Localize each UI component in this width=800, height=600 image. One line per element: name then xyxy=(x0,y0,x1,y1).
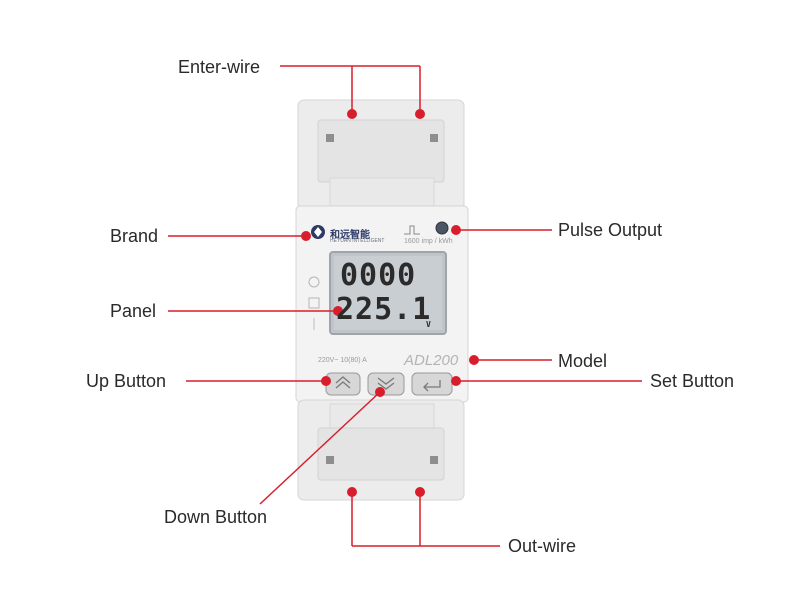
bottom-terminal-cover xyxy=(317,427,445,481)
panel-dot xyxy=(333,306,343,316)
lcd-screen xyxy=(334,256,442,330)
up-button-dot xyxy=(321,376,331,386)
bottom-terminal-slot xyxy=(329,403,435,433)
label-out-wire: Out-wire xyxy=(508,536,577,556)
label-brand: Brand xyxy=(110,226,159,246)
model-text: ADL200 xyxy=(404,352,459,369)
out-wire-dot-left xyxy=(347,487,357,497)
label-enter-wire: Enter-wire xyxy=(178,57,261,77)
down-button-dot xyxy=(375,387,385,397)
side-indicator-icon-2 xyxy=(308,297,320,309)
out-wire-dot-right xyxy=(415,487,425,497)
lcd-line-2: 225.1 xyxy=(336,292,432,327)
callout-lines xyxy=(168,65,642,547)
enter-arrow-icon xyxy=(423,380,441,392)
label-set-button: Set Button xyxy=(650,371,735,391)
bottom-terminal-screw-right xyxy=(430,456,438,464)
down-arrow-icon xyxy=(377,377,395,390)
side-indicator-icon-1 xyxy=(308,276,320,288)
brand-subtext: HEYUAN INTELLIGENT xyxy=(330,238,385,244)
lcd-unit: V xyxy=(426,320,432,329)
pulse-symbol-icon xyxy=(404,225,420,235)
callout-dots xyxy=(301,109,479,497)
brand-text: 和远智能 xyxy=(330,230,370,241)
pulse-led xyxy=(435,221,449,235)
bottom-terminal-screw-left xyxy=(326,456,334,464)
enter-wire-dot-left xyxy=(347,109,357,119)
brand-dot xyxy=(301,231,311,241)
top-terminal-slot xyxy=(329,177,435,211)
label-down-button: Down Button xyxy=(164,507,268,527)
rating-text: 220V~ 10(80) A xyxy=(318,357,367,364)
enter-wire-callout xyxy=(280,65,421,114)
enter-wire-dot-right xyxy=(415,109,425,119)
label-model: Model xyxy=(558,351,608,371)
model-dot xyxy=(469,355,479,365)
energy-meter xyxy=(295,99,469,501)
up-arrow-icon xyxy=(335,376,351,389)
top-terminal-screw-left xyxy=(326,134,334,142)
out-wire-callout xyxy=(351,492,500,547)
set-button[interactable] xyxy=(411,372,453,396)
label-pulse-output: Pulse Output xyxy=(558,220,663,240)
top-terminal-screw-right xyxy=(430,134,438,142)
lcd-line-1: 0000 xyxy=(340,258,417,293)
pulse-output-dot xyxy=(451,225,461,235)
brand-logo-mark xyxy=(314,227,322,237)
down-button-callout xyxy=(259,391,381,505)
set-button-dot xyxy=(451,376,461,386)
label-up-button: Up Button xyxy=(86,371,167,391)
top-terminal-cover xyxy=(317,119,445,183)
pulse-constant-text: 1600 imp / kWh xyxy=(404,238,453,245)
label-panel: Panel xyxy=(110,301,157,321)
